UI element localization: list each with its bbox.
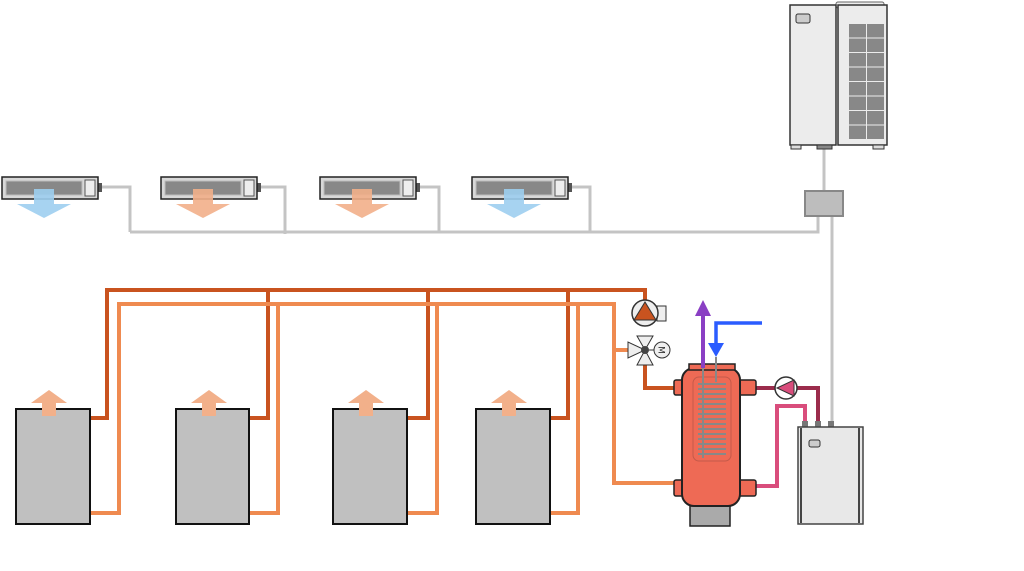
heating-return-piping bbox=[90, 302, 682, 515]
radiator-3 bbox=[332, 390, 408, 525]
valve-motor-label: M bbox=[656, 346, 666, 354]
hot-water-outlet-arrow bbox=[695, 300, 711, 368]
heating-airflow-arrow bbox=[176, 189, 230, 218]
indoor-unit-2 bbox=[160, 176, 261, 218]
outdoor-unit bbox=[789, 1, 888, 150]
primary-return-pipe bbox=[740, 404, 807, 488]
cooling-airflow-arrow bbox=[17, 189, 71, 218]
primary-flow-pipe bbox=[740, 386, 820, 425]
radiator-2 bbox=[175, 390, 250, 525]
heating-airflow-arrow bbox=[335, 189, 389, 218]
heat-exchanger-coil bbox=[698, 357, 726, 458]
branch-box bbox=[804, 190, 844, 217]
radiator-4 bbox=[475, 390, 551, 525]
refrigerant-piping bbox=[100, 145, 834, 425]
hydro-unit bbox=[797, 421, 864, 525]
valve-motor-icon bbox=[653, 341, 671, 359]
cooling-airflow-arrow bbox=[487, 189, 541, 218]
indoor-unit-3 bbox=[319, 176, 420, 218]
heat-emission-arrow bbox=[491, 390, 527, 416]
fan-grille bbox=[849, 24, 884, 139]
radiator-1 bbox=[15, 390, 91, 525]
heat-emission-arrow bbox=[191, 390, 227, 416]
indoor-unit-4 bbox=[471, 176, 572, 218]
cold-water-inlet-arrow bbox=[708, 321, 762, 357]
heating-flow-piping bbox=[90, 288, 682, 420]
heat-emission-arrow bbox=[348, 390, 384, 416]
indoor-unit-1 bbox=[1, 176, 102, 218]
mixing-valve: M bbox=[627, 335, 671, 366]
primary-pump bbox=[774, 376, 798, 400]
circulation-pump bbox=[631, 299, 667, 327]
buffer-tank bbox=[673, 357, 757, 527]
heat-emission-arrow bbox=[31, 390, 67, 416]
